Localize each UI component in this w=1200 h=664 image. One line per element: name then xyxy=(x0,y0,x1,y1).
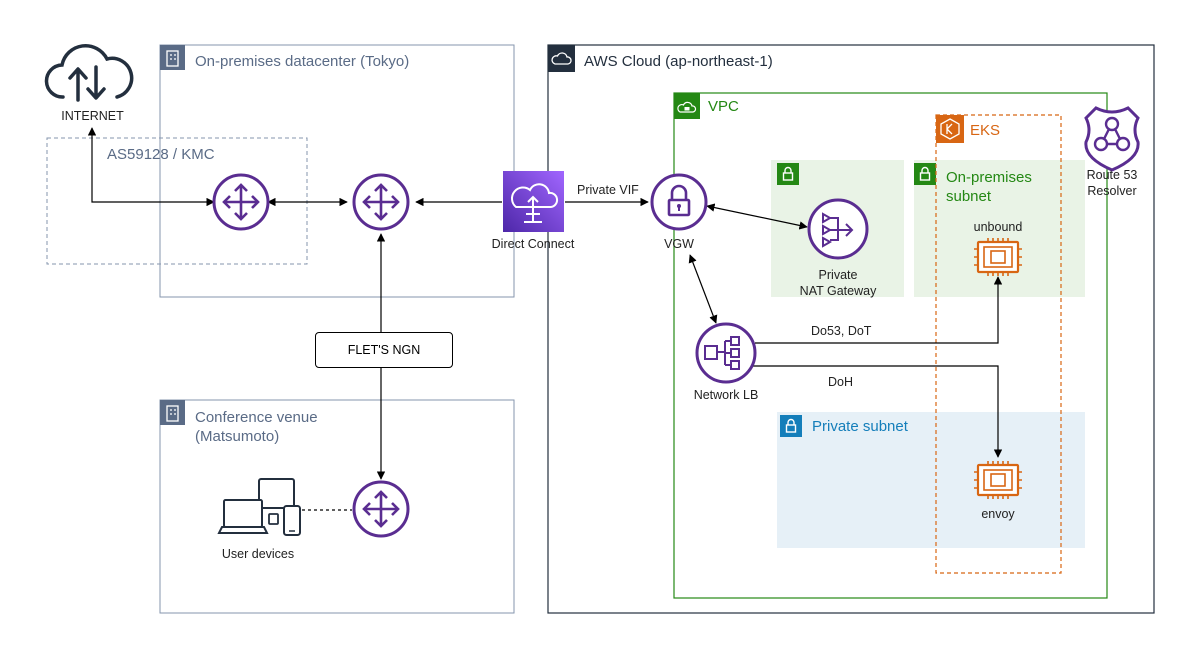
private-vif-label: Private VIF xyxy=(577,183,639,197)
vpc-icon xyxy=(674,93,700,119)
onprem-subnet-title-line2: subnet xyxy=(946,188,992,205)
network-lb-label: Network LB xyxy=(693,388,759,402)
nat-gateway-icon xyxy=(807,198,869,260)
onprem-datacenter-title: On-premises datacenter (Tokyo) xyxy=(195,53,410,70)
unbound-container-icon xyxy=(972,236,1024,278)
vpc-group xyxy=(673,92,1108,599)
route53-label-line1: Route 53 xyxy=(1086,168,1138,182)
vgw-icon xyxy=(650,173,708,231)
eks-group xyxy=(935,114,1062,574)
building-icon xyxy=(160,45,185,70)
aws-cloud-icon xyxy=(548,45,575,72)
edge-vgw-nlb xyxy=(688,254,718,324)
direct-connect-icon xyxy=(503,171,564,232)
private-subnet-title: Private subnet xyxy=(812,418,908,435)
do53-dot-label: Do53, DoT xyxy=(811,324,872,338)
building-icon xyxy=(160,400,185,425)
user-devices-icon xyxy=(217,478,301,536)
envoy-container-icon xyxy=(972,459,1024,501)
edge-doh xyxy=(720,365,1003,458)
direct-connect-label: Direct Connect xyxy=(491,237,575,251)
onprem-datacenter-group xyxy=(159,44,515,298)
eks-icon xyxy=(936,115,964,143)
network-lb-icon xyxy=(695,322,757,384)
edge-internet-router xyxy=(87,127,215,207)
route53-resolver-icon xyxy=(1084,106,1140,172)
lock-icon xyxy=(913,162,937,186)
aws-cloud-group xyxy=(547,44,1155,614)
internet-label: INTERNET xyxy=(61,109,124,123)
nat-gateway-label-line2: NAT Gateway xyxy=(799,284,877,298)
doh-label: DoH xyxy=(828,375,854,389)
router-icon xyxy=(212,173,270,231)
user-devices-label: User devices xyxy=(221,547,295,561)
eks-title: EKS xyxy=(970,122,1001,139)
internet-cloud-icon xyxy=(44,44,134,102)
unbound-label: unbound xyxy=(973,220,1023,234)
edge-do53-dot xyxy=(755,276,1003,344)
edge-vgw-nat xyxy=(706,203,808,230)
flets-ngn-box: FLET'S NGN xyxy=(315,332,453,368)
private-subnet-group xyxy=(777,412,1085,548)
router-icon xyxy=(352,173,410,231)
route53-label-line2: Resolver xyxy=(1087,184,1137,198)
nat-gateway-label-line1: Private xyxy=(818,268,858,282)
vpc-title: VPC xyxy=(708,98,739,115)
lock-icon xyxy=(776,162,800,186)
as-number-title: AS59128 / KMC xyxy=(107,146,215,163)
onprem-subnet-group xyxy=(914,160,1085,297)
conference-venue-title-line1: Conference venue xyxy=(195,409,318,426)
onprem-subnet-title-line1: On-premises xyxy=(946,169,1032,186)
lock-icon xyxy=(780,415,802,437)
router-icon xyxy=(352,480,410,538)
vgw-label: VGW xyxy=(664,237,694,251)
conference-venue-group xyxy=(159,399,515,614)
envoy-label: envoy xyxy=(981,507,1015,521)
flets-ngn-label: FLET'S NGN xyxy=(347,343,421,357)
aws-cloud-title: AWS Cloud (ap-northeast-1) xyxy=(584,53,773,70)
conference-venue-title-line2: (Matsumoto) xyxy=(195,428,280,445)
